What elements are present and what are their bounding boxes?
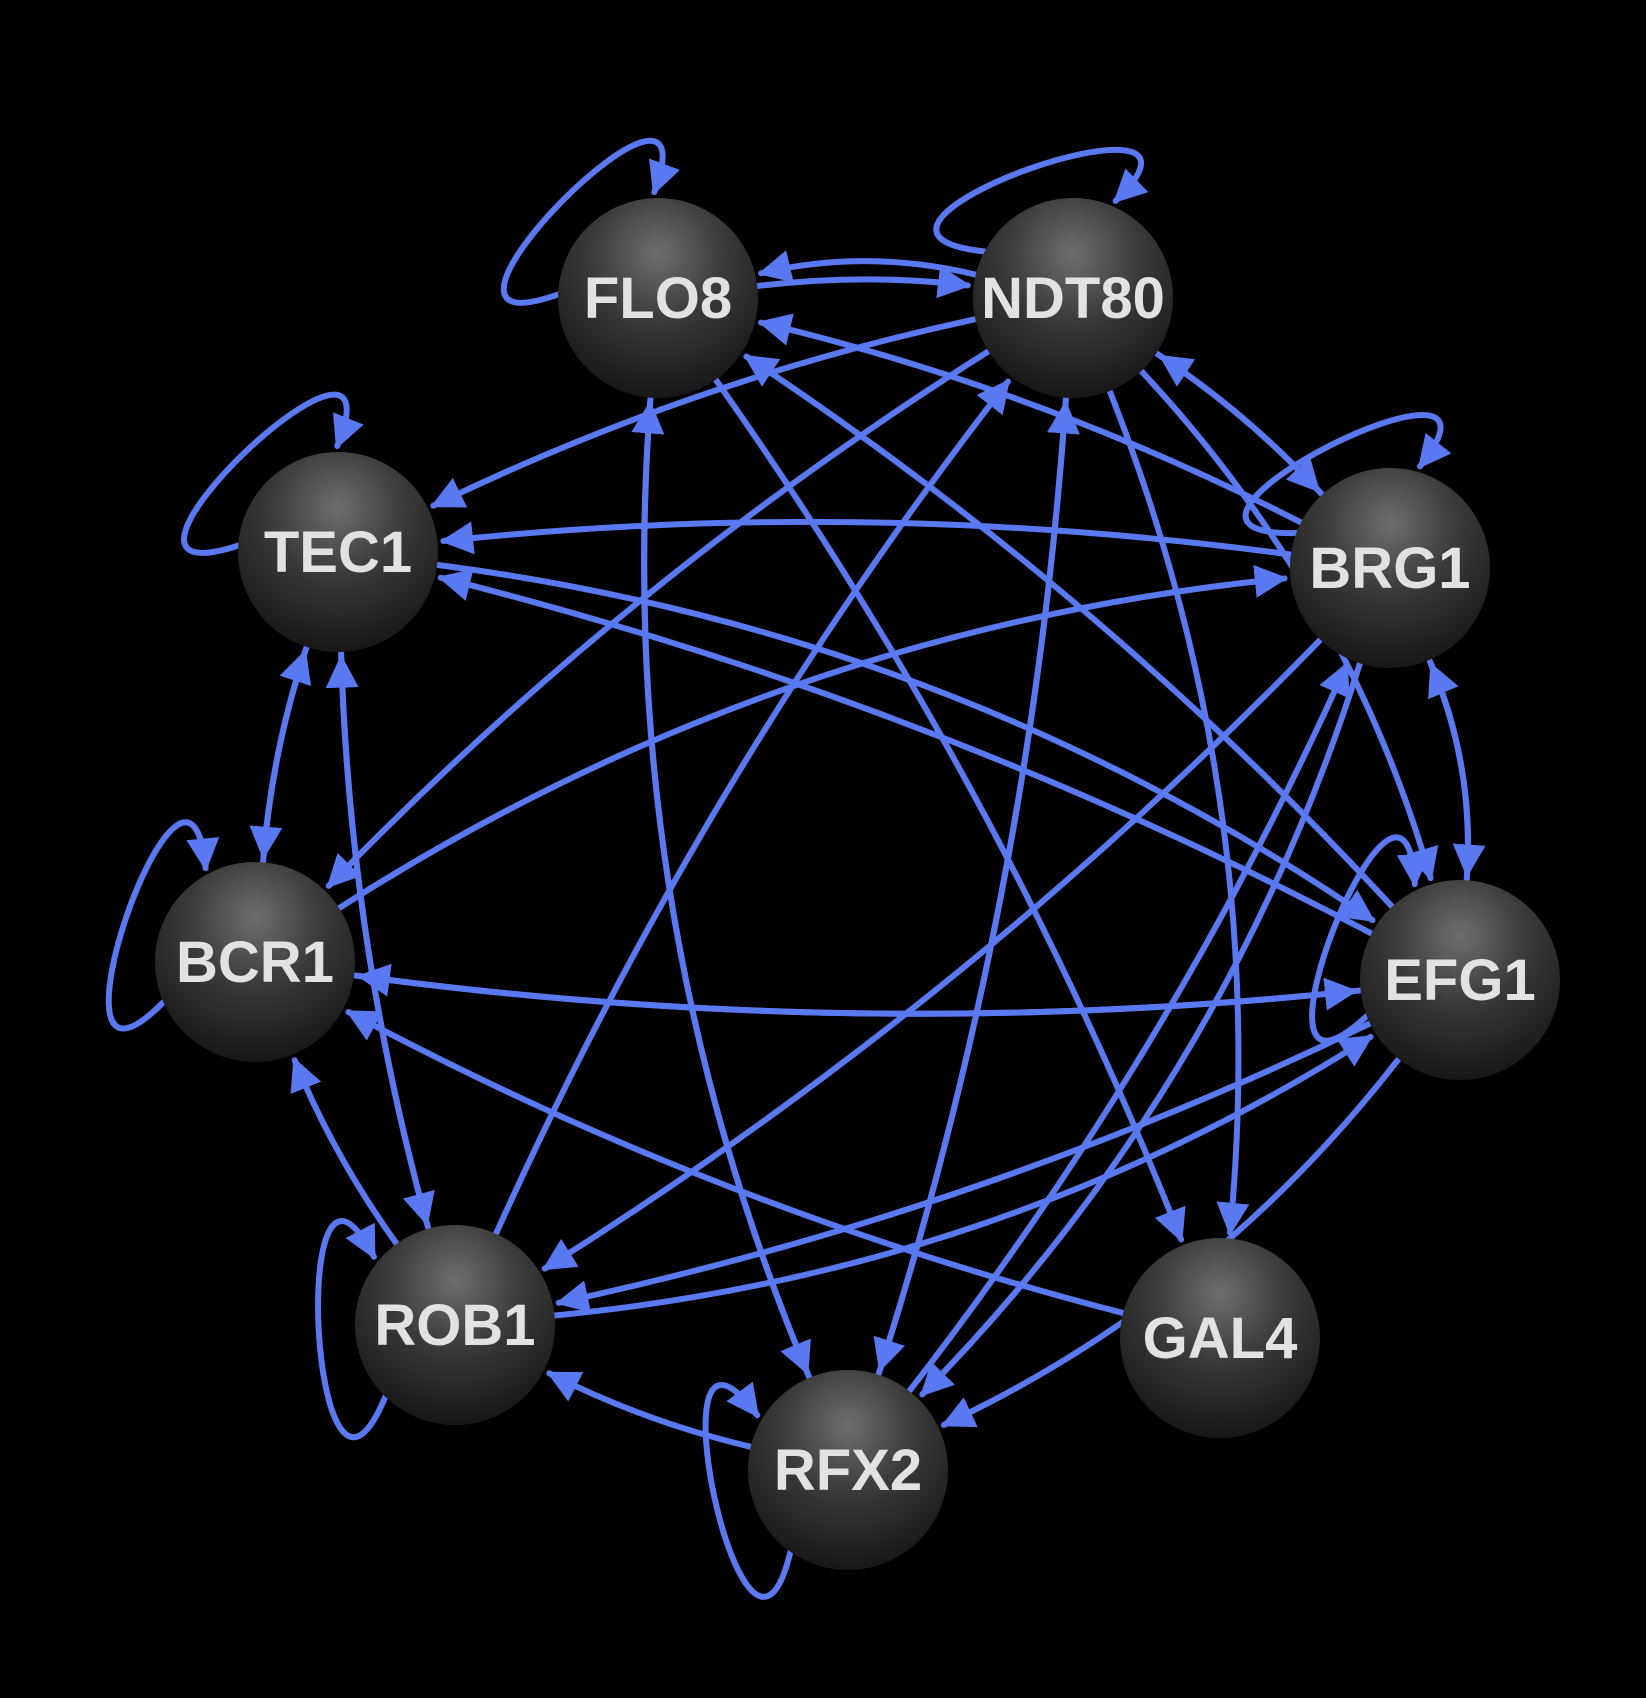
node-label: GAL4 [1143, 1306, 1298, 1371]
edge-rfx2-to-ndt80 [875, 400, 1080, 1378]
node-circle [748, 1370, 948, 1570]
edge-rob1-to-ndt80 [492, 378, 1011, 1237]
node-brg1: BRG1 [1290, 468, 1490, 668]
edge-rob1-to-efg1 [551, 1033, 1374, 1319]
node-label: EFG1 [1384, 948, 1536, 1013]
node-label: RFX2 [774, 1438, 922, 1503]
edge-flo8-to-rfx2 [641, 394, 811, 1376]
edges-layer [105, 137, 1486, 1600]
edge-tec1-to-tec1 [181, 391, 364, 556]
edge-ndt80-to-ndt80 [933, 146, 1149, 255]
edge-tec1-to-efg1 [434, 561, 1376, 924]
node-label: ROB1 [374, 1293, 535, 1358]
edge-rfx2-to-rob1 [546, 1370, 754, 1450]
edge-rob1-to-rob1 [315, 1218, 389, 1441]
edge-brg1-to-brg1 [1242, 412, 1452, 537]
edge-ndt80-to-tec1 [430, 316, 979, 509]
node-circle [155, 862, 355, 1062]
edge-rfx2-to-rfx2 [702, 1381, 794, 1600]
edge-brg1-to-tec1 [440, 518, 1294, 558]
edge-efg1-to-rob1 [555, 1020, 1373, 1313]
edge-efg1-to-efg1 [1309, 834, 1430, 1044]
node-gal4: GAL4 [1120, 1238, 1320, 1438]
edge-efg1-to-tec1 [437, 568, 1375, 937]
edge-ndt80-to-gal4 [1106, 388, 1250, 1236]
node-rfx2: RFX2 [748, 1370, 948, 1570]
node-circle [238, 452, 438, 652]
edge-bcr1-to-bcr1 [105, 819, 220, 1032]
node-ndt80: NDT80 [973, 198, 1173, 398]
node-circle [558, 198, 758, 398]
node-circle [1290, 468, 1490, 668]
node-label: FLO8 [584, 266, 732, 331]
node-label: TEC1 [264, 520, 412, 585]
edge-efg1-to-flo8 [743, 353, 1396, 910]
node-efg1: EFG1 [1360, 880, 1560, 1080]
node-circle [355, 1225, 555, 1425]
edge-efg1-to-bcr1 [356, 963, 1364, 1017]
edge-brg1-to-flo8 [757, 313, 1304, 526]
edge-rob1-to-bcr1 [290, 1057, 400, 1247]
edge-rfx2-to-brg1 [906, 661, 1350, 1395]
edge-efg1-to-brg1 [1428, 662, 1471, 884]
node-circle [1360, 880, 1560, 1080]
edge-flo8-to-flo8 [500, 137, 680, 306]
node-label: BRG1 [1309, 536, 1470, 601]
edge-bcr1-to-tec1 [260, 649, 312, 866]
edge-ndt80-to-flo8 [757, 250, 979, 283]
edge-brg1-to-rob1 [541, 636, 1324, 1272]
node-tec1: TEC1 [238, 452, 438, 652]
node-rob1: ROB1 [355, 1225, 555, 1425]
node-circle [1120, 1238, 1320, 1438]
edge-rob1-to-tec1 [325, 654, 432, 1232]
edge-gal4-to-bcr1 [345, 1008, 1127, 1317]
edge-brg1-to-ndt80 [1158, 353, 1326, 498]
node-circle [973, 198, 1173, 398]
edge-flo8-to-gal4 [712, 376, 1186, 1243]
edge-brg1-to-rfx2 [919, 660, 1363, 1398]
node-label: NDT80 [981, 266, 1165, 331]
node-bcr1: BCR1 [155, 862, 355, 1062]
node-flo8: FLO8 [558, 198, 758, 398]
node-label: BCR1 [176, 930, 334, 995]
edge-flo8-to-ndt80 [754, 265, 972, 299]
